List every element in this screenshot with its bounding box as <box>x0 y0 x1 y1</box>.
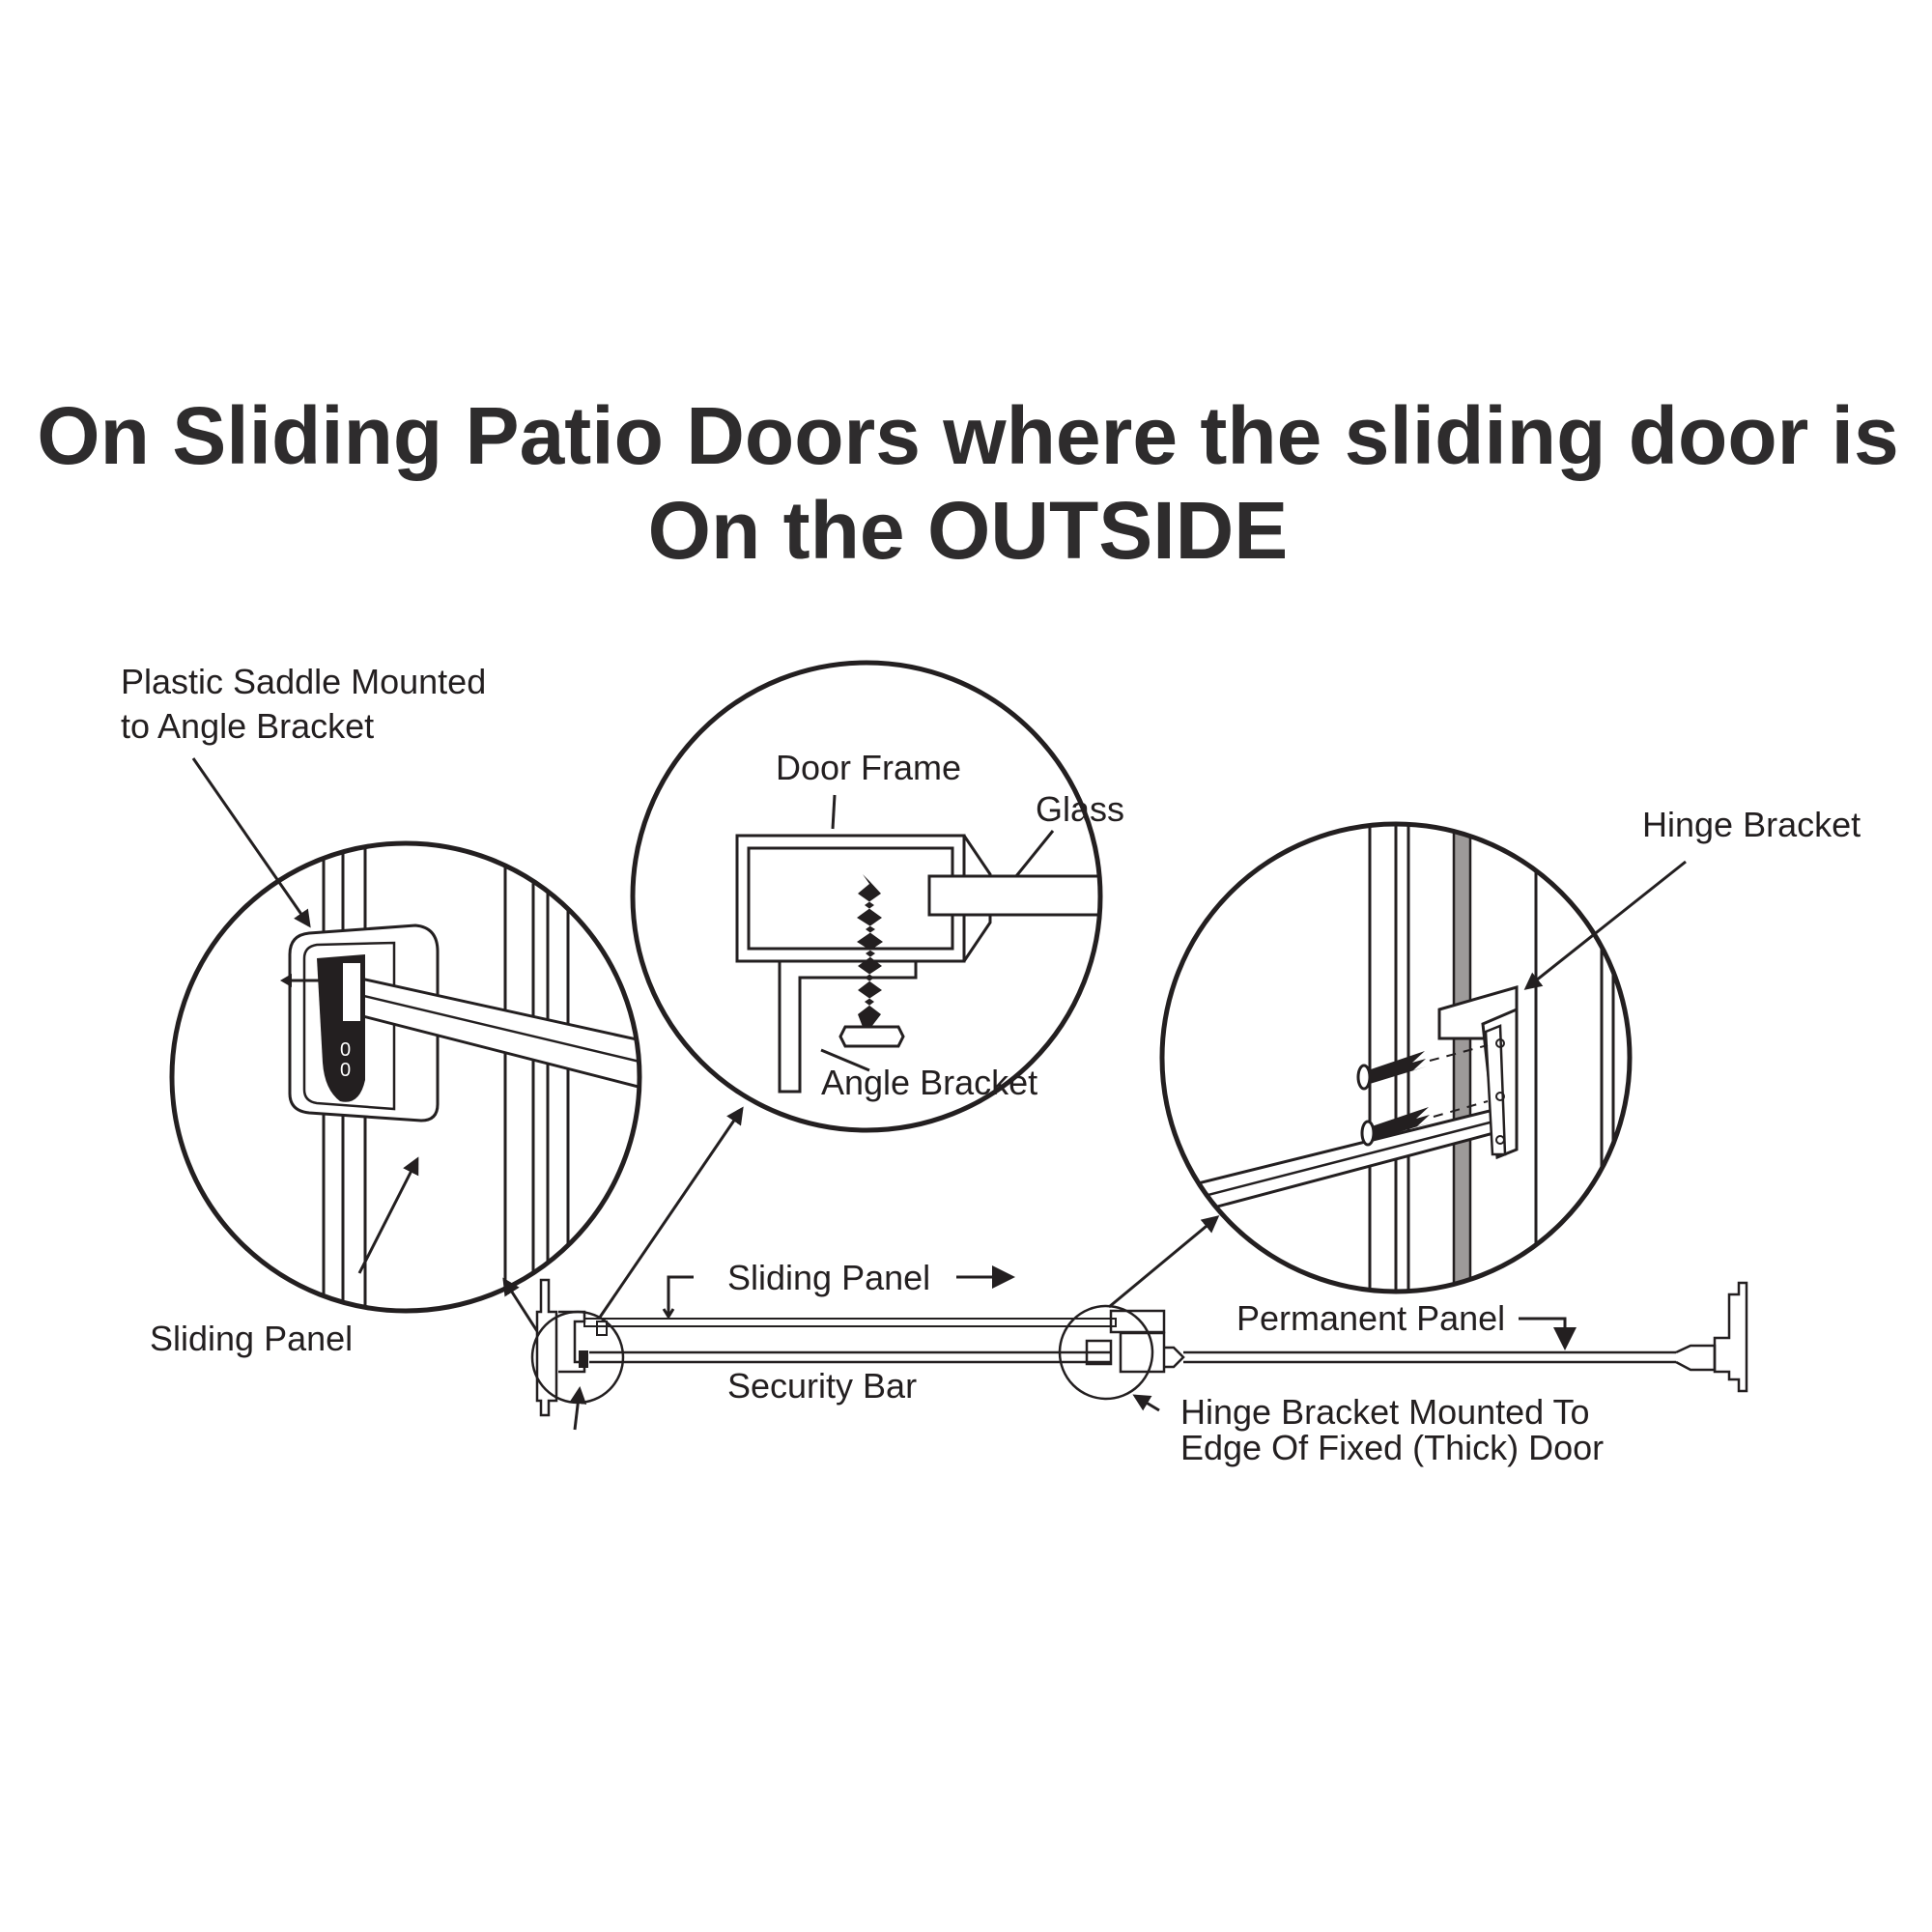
label-security-bar: Security Bar <box>727 1366 917 1406</box>
label-hinge-bracket: Hinge Bracket <box>1642 805 1861 844</box>
label-permanent-panel: Permanent Panel <box>1236 1298 1505 1338</box>
label-door-frame: Door Frame <box>776 748 961 787</box>
label-hinge-mounted-2: Edge Of Fixed (Thick) Door <box>1180 1428 1604 1467</box>
label-sliding-panel-left: Sliding Panel <box>150 1319 353 1358</box>
label-angle-bracket: Angle Bracket <box>821 1063 1037 1102</box>
hinge-detail-circle <box>1159 821 1633 1294</box>
screw-upper-icon <box>1356 1044 1489 1091</box>
label-glass: Glass <box>1036 789 1124 829</box>
screw-lower-icon <box>1360 1100 1489 1147</box>
svg-text:0: 0 <box>340 1060 351 1081</box>
label-hinge-mounted-1: Hinge Bracket Mounted To <box>1180 1392 1590 1432</box>
title-line-1: On Sliding Patio Doors where the sliding… <box>37 390 1899 481</box>
label-plastic-saddle-1: Plastic Saddle Mounted <box>121 662 486 701</box>
title-line-2: On the OUTSIDE <box>648 485 1289 576</box>
frame-detail-circle <box>630 660 1103 1133</box>
label-plastic-saddle-2: to Angle Bracket <box>121 706 374 746</box>
label-sliding-panel-top: Sliding Panel <box>727 1258 930 1297</box>
svg-text:0: 0 <box>340 1039 351 1061</box>
leader-lines <box>191 757 1687 1431</box>
saddle-detail-circle: 0 0 <box>169 840 642 1314</box>
